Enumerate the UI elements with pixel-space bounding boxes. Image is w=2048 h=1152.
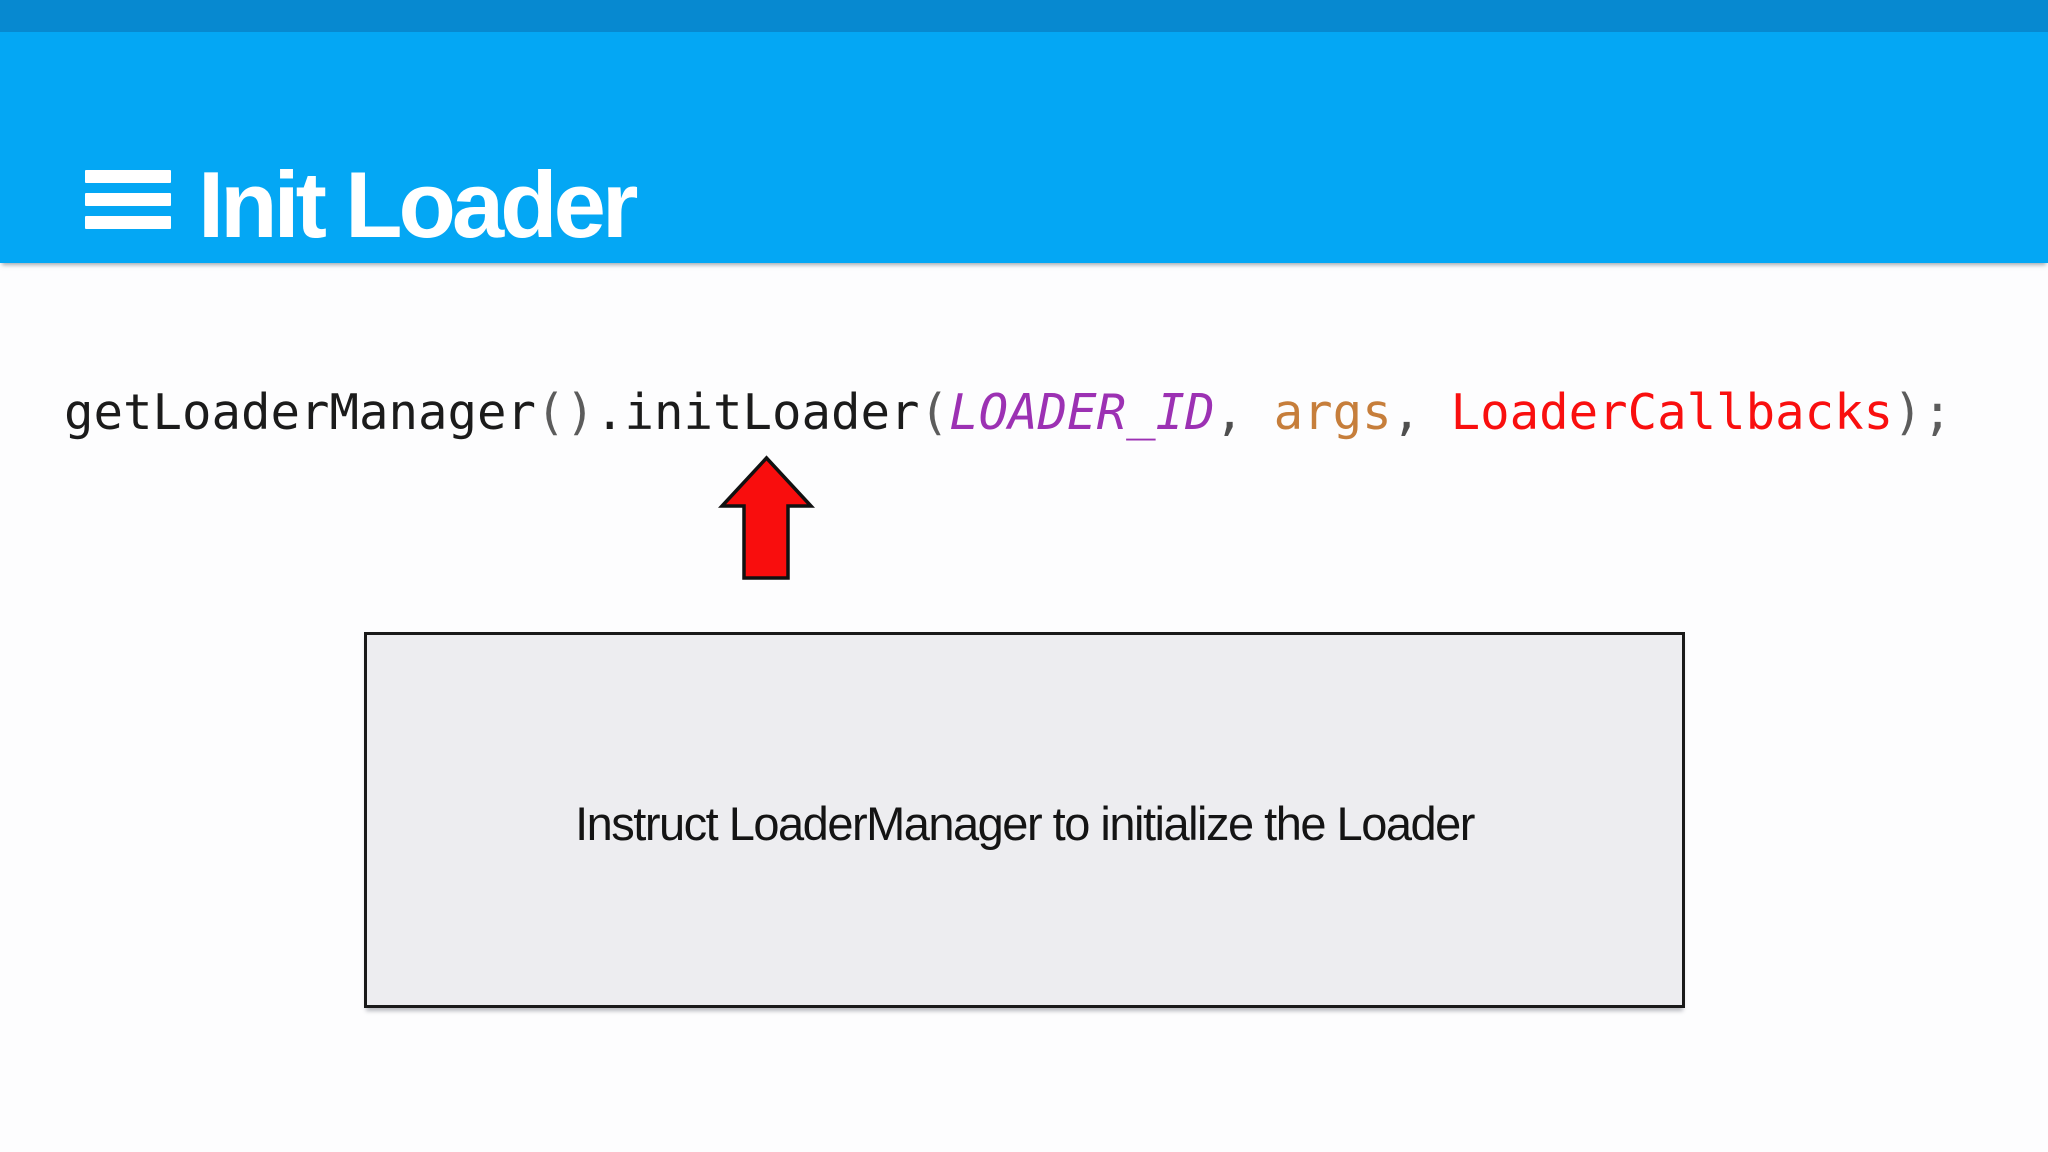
code-segment: ()	[536, 384, 596, 441]
code-segment: (	[919, 384, 950, 441]
hamburger-bar	[85, 216, 171, 229]
code-segment: LOADER_ID	[949, 384, 1215, 441]
top-accent-strip	[0, 0, 2048, 32]
code-segment: .initLoader	[595, 384, 920, 441]
hamburger-icon[interactable]	[85, 170, 171, 229]
annotation-text: Instruct LoaderManager to initialize the…	[575, 796, 1475, 850]
hamburger-bar	[85, 193, 171, 206]
arrow-shape	[718, 455, 815, 580]
code-segment: );	[1893, 384, 1953, 441]
page-title: Init Loader	[198, 152, 638, 257]
code-segment: getLoaderManager	[64, 384, 537, 441]
code-segment: ,	[1214, 384, 1274, 441]
code-segment: LoaderCallbacks	[1450, 384, 1894, 441]
annotation-box: Instruct LoaderManager to initialize the…	[364, 632, 1685, 1008]
red-up-arrow-icon	[718, 455, 815, 580]
hamburger-bar	[85, 170, 171, 183]
code-segment: ,	[1391, 384, 1451, 441]
header-bar: Init Loader	[0, 32, 2048, 263]
code-line: getLoaderManager().initLoader(LOADER_ID,…	[64, 386, 1952, 440]
code-segment: args	[1273, 384, 1392, 441]
